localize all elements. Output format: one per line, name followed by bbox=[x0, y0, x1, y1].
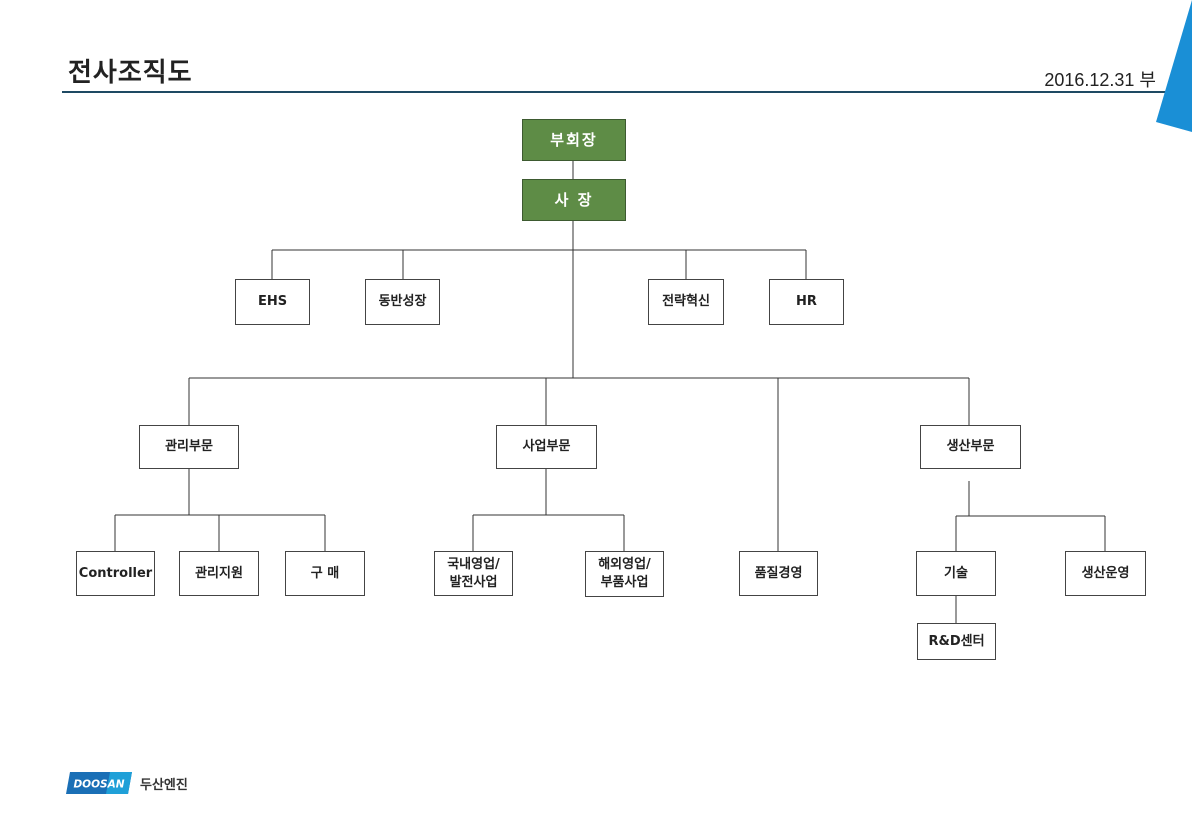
page-title: 전사조직도 bbox=[68, 58, 193, 88]
team-domestic-sales: 국내영업/ 발전사업 bbox=[434, 551, 513, 596]
team-controller: Controller bbox=[76, 551, 155, 596]
team-overseas-sales: 해외영업/ 부품사업 bbox=[585, 551, 664, 597]
division-management: 관리부문 bbox=[139, 425, 239, 469]
division-production: 생산부문 bbox=[920, 425, 1021, 469]
team-purchasing: 구 매 bbox=[285, 551, 365, 596]
staff-strategy: 전략혁신 bbox=[648, 279, 724, 325]
division-label: 품질경영 bbox=[754, 565, 803, 581]
header-rule bbox=[62, 91, 1170, 93]
division-label: 사업부문 bbox=[522, 439, 571, 454]
team-label: 관리지원 bbox=[195, 565, 243, 581]
rnd-label: R&D센터 bbox=[928, 633, 985, 649]
corner-accent bbox=[1156, 0, 1192, 132]
team-label: 해외영업/ 부품사업 bbox=[598, 557, 651, 590]
team-admin-support: 관리지원 bbox=[179, 551, 259, 596]
team-technology: 기술 bbox=[916, 551, 996, 596]
team-label: 생산운영 bbox=[1081, 565, 1130, 581]
team-label: Controller bbox=[78, 565, 153, 581]
staff-ehs: EHS bbox=[235, 279, 310, 325]
staff-label: 동반성장 bbox=[378, 294, 427, 309]
team-production-ops: 생산운영 bbox=[1065, 551, 1146, 596]
staff-hr: HR bbox=[769, 279, 844, 325]
logo-word: DOOSAN bbox=[73, 779, 124, 791]
rnd-center: R&D센터 bbox=[917, 623, 996, 660]
staff-partnership: 동반성장 bbox=[365, 279, 440, 325]
effective-date: 2016.12.31 부 bbox=[1044, 70, 1156, 90]
company-name: 두산엔진 bbox=[140, 777, 188, 793]
staff-label: 전략혁신 bbox=[662, 294, 710, 309]
team-label: 구 매 bbox=[310, 565, 340, 581]
team-label: 기술 bbox=[944, 565, 968, 581]
staff-label: EHS bbox=[257, 294, 288, 309]
vice-chairman-box: 부회장 bbox=[522, 119, 626, 161]
division-quality: 품질경영 bbox=[739, 551, 818, 596]
division-label: 생산부문 bbox=[946, 439, 995, 454]
team-label: 국내영업/ 발전사업 bbox=[447, 556, 500, 590]
division-label: 관리부문 bbox=[165, 439, 213, 454]
doosan-logo-icon: DOOSAN bbox=[66, 772, 132, 794]
president-box: 사 장 bbox=[522, 179, 626, 221]
division-business: 사업부문 bbox=[496, 425, 597, 469]
staff-label: HR bbox=[796, 294, 817, 309]
footer-logo: DOOSAN 두산엔진 bbox=[66, 770, 188, 796]
vice-chairman-label: 부회장 bbox=[550, 131, 598, 149]
president-label: 사 장 bbox=[554, 191, 594, 209]
